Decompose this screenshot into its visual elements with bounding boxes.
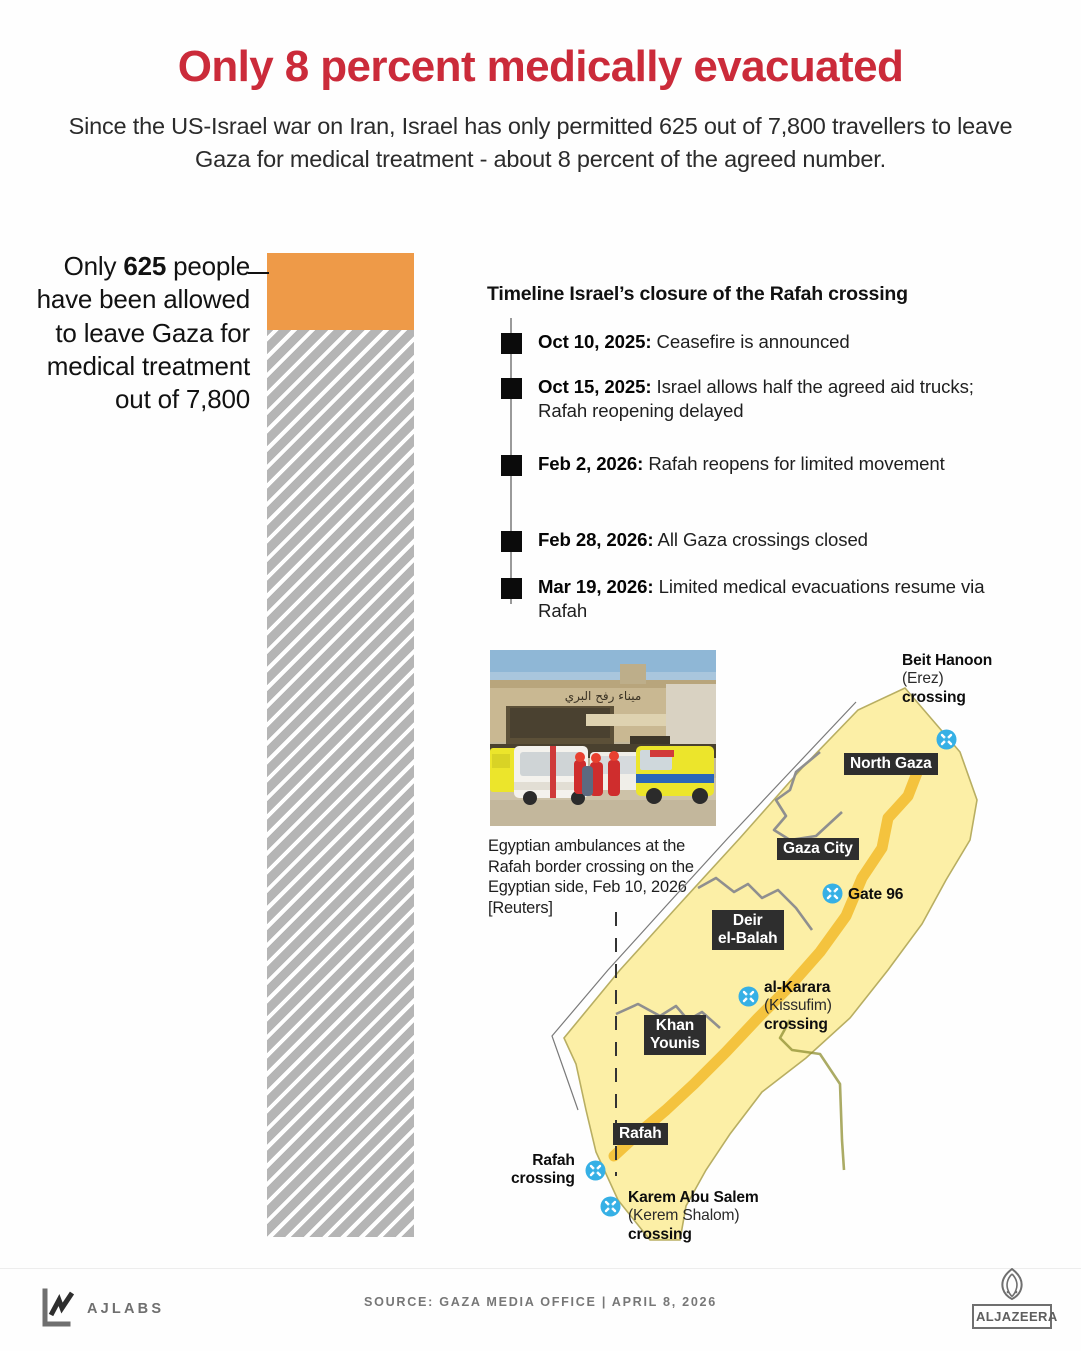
source-line: SOURCE: GAZA MEDIA OFFICE | APRIL 8, 202…: [364, 1295, 717, 1309]
photo-caption: Egyptian ambulances at the Rafah border …: [488, 837, 694, 918]
crossing-icon-rafah: [585, 1160, 606, 1181]
crossing-icon-al-karara: [738, 986, 759, 1007]
crossing-name: Rafah: [532, 1152, 575, 1169]
page-subtitle: Since the US-Israel war on Iran, Israel …: [68, 113, 1013, 173]
timeline-item-1: Oct 15, 2025: Israel allows half the agr…: [487, 375, 1007, 423]
map-label-gate-96: Gate 96: [848, 886, 903, 904]
timeline-item-3: Feb 28, 2026: All Gaza crossings closed: [487, 528, 1007, 552]
map-label-rafah-crossing: Rafah crossing: [511, 1152, 575, 1189]
page-title: Only 8 percent medically evacuated: [177, 42, 904, 91]
timeline-desc: All Gaza crossings closed: [653, 529, 869, 550]
timeline-desc: Ceasefire is announced: [651, 331, 850, 352]
timeline-item-4: Mar 19, 2026: Limited medical evacuation…: [487, 575, 1007, 623]
aljazeera-flame-icon: [1001, 1268, 1023, 1301]
crossing-name: Karem Abu Salem: [628, 1189, 759, 1206]
timeline-date: Oct 15, 2025:: [538, 376, 652, 397]
timeline-desc: Limited medical evacuations resume via R…: [538, 576, 985, 622]
bar-callout-text: Only 625 people have been allowed to lea…: [20, 250, 251, 416]
timeline-marker-icon: [501, 578, 522, 599]
crossing-alt-name: (Kissufim): [764, 997, 832, 1015]
crossing-name: Gate 96: [848, 886, 904, 903]
timeline-date: Feb 28, 2026:: [538, 529, 654, 550]
timeline-date: Mar 19, 2026:: [538, 576, 654, 597]
crossing-suffix: crossing: [764, 1015, 828, 1033]
ajlabs-logo: AJLABS: [40, 1288, 164, 1330]
svg-text:ميناء رفح البري: ميناء رفح البري: [565, 689, 642, 704]
rafah-crossing-photo: ميناء رفح البري: [490, 650, 716, 826]
timeline-marker-icon: [501, 455, 522, 476]
crossing-name: al-Karara: [764, 979, 831, 996]
bar-evacuated-fill: [267, 253, 414, 330]
timeline-item-2: Feb 2, 2026: Rafah reopens for limited m…: [487, 452, 1007, 476]
crossing-suffix: crossing: [902, 688, 966, 706]
crossing-icon-beit-hanoon: [936, 729, 957, 750]
map-label-karem-abu-salem-crossing: Karem Abu Salem (Kerem Shalom) crossing: [628, 1189, 759, 1244]
timeline-heading: Timeline Israel’s closure of the Rafah c…: [487, 283, 908, 305]
timeline-date: Feb 2, 2026:: [538, 453, 644, 474]
timeline-desc: Israel allows half the agreed aid trucks…: [538, 376, 974, 422]
map-label-beit-hanoon-crossing: Beit Hanoon (Erez) crossing: [902, 652, 992, 707]
timeline-marker-icon: [501, 531, 522, 552]
timeline-desc: Rafah reopens for limited movement: [643, 453, 945, 474]
crossing-alt-name: (Erez): [902, 670, 944, 688]
crossing-name: Beit Hanoon: [902, 652, 993, 669]
ajlabs-mark-icon: [42, 1288, 75, 1327]
timeline-item-0: Oct 10, 2025: Ceasefire is announced: [487, 330, 1007, 354]
map-region-north-gaza: North Gaza: [844, 753, 938, 775]
crossing-alt-name: (Kerem Shalom): [628, 1207, 740, 1225]
aljazeera-logo: ALJAZEERA: [972, 1268, 1057, 1329]
evacuation-bar-chart: [267, 253, 414, 1237]
crossing-icon-karem-abu-salem: [600, 1196, 621, 1217]
map-region-gaza-city: Gaza City: [777, 838, 859, 860]
callout-prefix: Only: [63, 251, 124, 281]
aljazeera-wordmark: ALJAZEERA: [972, 1304, 1057, 1329]
map-region-rafah: Rafah: [613, 1123, 668, 1145]
callout-suffix: people have been allowed to leave Gaza f…: [36, 251, 251, 415]
footer-divider: [0, 1268, 1081, 1269]
timeline-marker-icon: [501, 333, 522, 354]
ajlabs-wordmark: AJLABS: [87, 1301, 165, 1317]
map-label-al-karara-crossing: al-Karara (Kissufim) crossing: [764, 979, 832, 1034]
crossing-suffix: crossing: [628, 1225, 692, 1243]
callout-value: 625: [123, 251, 167, 281]
timeline-date: Oct 10, 2025:: [538, 331, 652, 352]
callout-leader-line: [248, 272, 269, 274]
timeline-marker-icon: [501, 378, 522, 399]
crossing-icon-gate-96: [822, 883, 843, 904]
crossing-suffix: crossing: [511, 1170, 575, 1188]
bar-remaining-hatched: [267, 253, 414, 1237]
